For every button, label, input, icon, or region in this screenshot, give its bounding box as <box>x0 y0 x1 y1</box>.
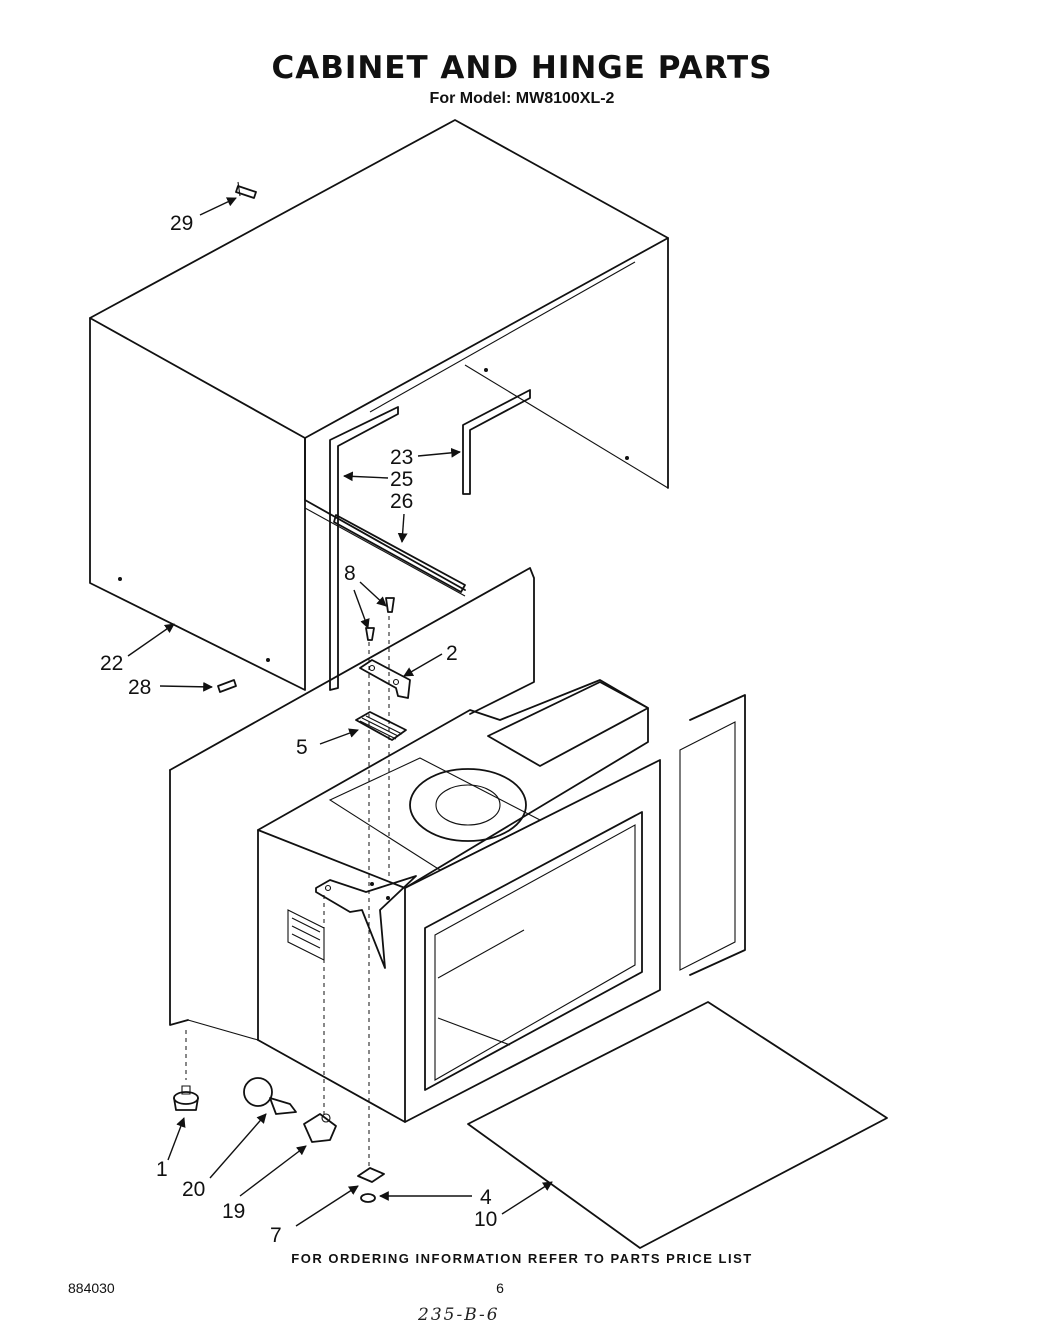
outer-cabinet-shell <box>89 119 669 691</box>
handwritten-note: 235-B-6 <box>418 1305 500 1325</box>
callout-1: 1 <box>156 1158 168 1181</box>
screws-8 <box>365 597 395 641</box>
callout-28: 28 <box>128 676 151 699</box>
callout-20: 20 <box>182 1178 205 1201</box>
callout-23: 23 <box>390 446 413 469</box>
callout-2: 2 <box>446 642 458 665</box>
screw-29 <box>235 181 257 199</box>
page-title: CABINET AND HINGE PARTS <box>271 50 773 86</box>
right-side-frame <box>679 694 746 976</box>
cabinet-wrapper <box>169 567 535 1041</box>
trim-strip-25 <box>329 406 399 691</box>
hinge-part-4 <box>357 1167 385 1183</box>
callout-10: 10 <box>474 1208 497 1231</box>
page-number: 6 <box>496 1280 504 1296</box>
callout-25: 25 <box>390 468 413 491</box>
floor-plate-10 <box>467 1001 888 1249</box>
model-subtitle: For Model: MW8100XL-2 <box>429 90 615 107</box>
callout-26: 26 <box>390 490 413 513</box>
oven-chassis <box>187 679 661 1123</box>
callout-22: 22 <box>100 652 123 675</box>
part-20 <box>243 1077 297 1115</box>
callout-7: 7 <box>270 1224 282 1247</box>
leader-lines <box>127 197 553 1227</box>
foot-part-1 <box>173 1085 199 1111</box>
ordering-info-footer: FOR ORDERING INFORMATION REFER TO PARTS … <box>291 1251 753 1266</box>
trim-strip-26 <box>333 514 466 593</box>
callout-8: 8 <box>344 562 356 585</box>
washer-part-7 <box>360 1193 376 1203</box>
callout-29: 29 <box>170 212 193 235</box>
trim-strip-23 <box>462 389 531 495</box>
callout-5: 5 <box>296 736 308 759</box>
callout-4: 4 <box>480 1186 492 1209</box>
hinge-plate <box>315 875 417 969</box>
hinge-part-2 <box>359 659 411 699</box>
document-number: 884030 <box>68 1280 115 1296</box>
vent-screen-5 <box>355 711 407 741</box>
callout-19: 19 <box>222 1200 245 1223</box>
part-19 <box>303 1113 337 1143</box>
screw-28 <box>217 679 237 693</box>
